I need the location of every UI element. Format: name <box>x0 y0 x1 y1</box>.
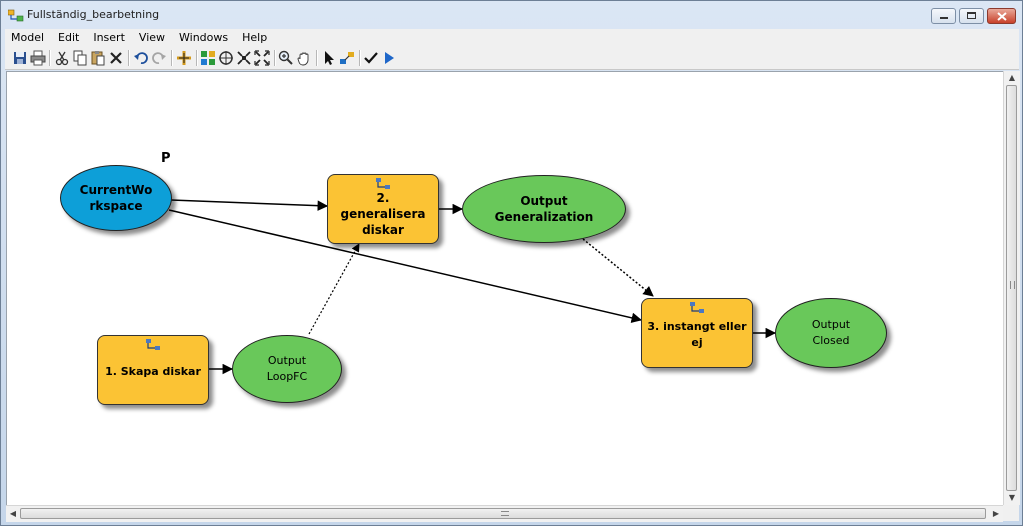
select-icon[interactable] <box>321 50 337 66</box>
node-label-line1: Output <box>520 194 568 208</box>
save-icon[interactable] <box>12 50 28 66</box>
node-label-line1: 1. Skapa diskar <box>105 365 201 378</box>
node-label-line2: generalisera <box>340 207 426 221</box>
horizontal-scrollbar[interactable]: ◀ ▶ <box>6 505 1003 522</box>
close-icon <box>997 12 1007 21</box>
validate-icon[interactable] <box>363 50 379 66</box>
vertical-scroll-thumb[interactable] <box>1006 85 1017 491</box>
scroll-up-icon[interactable]: ▲ <box>1008 73 1016 82</box>
scrollbar-corner <box>1003 505 1019 521</box>
delete-icon[interactable] <box>108 50 124 66</box>
node-label-line3: diskar <box>362 223 404 237</box>
vertical-scrollbar[interactable]: ▲ ▼ <box>1003 71 1020 505</box>
node-skapa-diskar[interactable]: 1. Skapa diskar <box>97 335 209 405</box>
menu-bar: Model Edit Insert View Windows Help <box>5 29 1019 47</box>
parameter-marker: P <box>161 151 171 166</box>
node-current-workspace[interactable]: CurrentWo rkspace <box>60 165 172 231</box>
pan-icon[interactable] <box>296 50 312 66</box>
tool-icon <box>690 302 704 313</box>
print-icon[interactable] <box>30 50 46 66</box>
scroll-right-icon[interactable]: ▶ <box>992 509 1000 518</box>
scroll-left-icon[interactable]: ◀ <box>9 509 17 518</box>
redo-icon[interactable] <box>151 50 167 66</box>
model-builder-app-icon <box>8 9 24 22</box>
node-generalisera-diskar[interactable]: 2. generalisera diskar <box>327 174 439 244</box>
menu-windows[interactable]: Windows <box>179 31 229 44</box>
fixed-zoom-out-icon[interactable] <box>254 50 270 66</box>
menu-model[interactable]: Model <box>11 31 45 44</box>
menu-help[interactable]: Help <box>242 31 268 44</box>
node-label-line1: Output <box>811 318 851 331</box>
scroll-down-icon[interactable]: ▼ <box>1008 493 1016 502</box>
node-label-line1: 2. <box>376 191 390 205</box>
minimize-button[interactable] <box>931 8 956 24</box>
title-bar[interactable]: Fullständig_bearbetning <box>1 1 1022 29</box>
auto-layout-icon[interactable] <box>200 50 216 66</box>
node-label-line2: rkspace <box>89 199 143 213</box>
connect-icon[interactable] <box>339 50 355 66</box>
menu-view[interactable]: View <box>138 31 166 44</box>
node-label-line2: LoopFC <box>266 370 308 383</box>
connector-workspace-to-generalisera[interactable] <box>170 199 329 211</box>
minimize-icon <box>940 17 948 19</box>
toolbar <box>5 47 1019 70</box>
maximize-button[interactable] <box>959 8 984 24</box>
window-title: Fullständig_bearbetning <box>27 8 160 21</box>
copy-icon[interactable] <box>72 50 88 66</box>
full-extent-icon[interactable] <box>218 50 234 66</box>
paste-icon[interactable] <box>90 50 106 66</box>
cut-icon[interactable] <box>54 50 70 66</box>
tool-icon <box>146 339 160 350</box>
menu-edit[interactable]: Edit <box>58 31 80 44</box>
run-icon[interactable] <box>381 50 397 66</box>
node-label-line1: Output <box>267 354 307 367</box>
grip-icon <box>501 511 509 516</box>
connector-layer <box>168 199 777 375</box>
connector-output-generalization-to-instangt[interactable] <box>582 238 654 297</box>
node-label-line2: Generalization <box>494 210 594 224</box>
zoom-in-icon[interactable] <box>278 50 294 66</box>
node-instangt-eller-ej[interactable]: 3. instangt eller ej <box>641 298 753 368</box>
close-button[interactable] <box>987 8 1016 24</box>
add-data-icon[interactable] <box>176 50 192 66</box>
maximize-icon <box>967 12 976 19</box>
menu-insert[interactable]: Insert <box>93 31 125 44</box>
tool-icon <box>376 178 390 189</box>
horizontal-scroll-thumb[interactable] <box>20 508 986 519</box>
grip-icon <box>1010 281 1015 289</box>
connector-workspace-to-instangt[interactable] <box>168 209 643 323</box>
node-label-line1: CurrentWo <box>79 183 153 197</box>
node-label-line2: Closed <box>812 334 850 347</box>
fixed-zoom-in-icon[interactable] <box>236 50 252 66</box>
node-label-line1: 3. instangt eller <box>647 320 747 333</box>
undo-icon[interactable] <box>133 50 149 66</box>
node-label-line2: ej <box>691 336 703 349</box>
connector-output-loopfc-to-generalisera[interactable] <box>308 243 360 335</box>
